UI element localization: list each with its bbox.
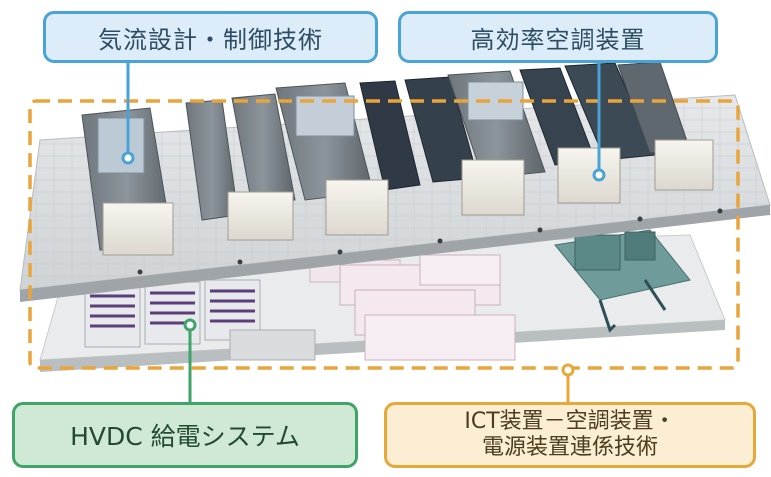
airflow-control-text: 気流設計・制御技術	[98, 25, 323, 54]
ict-coordination-line1: ICT装置－空調装置・	[464, 409, 676, 434]
airflow-control-label: 気流設計・制御技術	[43, 11, 378, 63]
ict-coordination-label: ICT装置－空調装置・ 電源装置連係技術	[384, 402, 756, 468]
hvdc-power-units	[84, 259, 401, 361]
hvdc-power-text: HVDC 給電システム	[70, 422, 300, 451]
chiller-plant	[554, 229, 691, 333]
efficient-aircon-text: 高効率空調装置	[470, 25, 646, 54]
hvdc-power-label: HVDC 給電システム	[12, 402, 358, 468]
ict-coordination-line2: 電源装置連係技術	[481, 435, 658, 460]
callout-connectors	[121, 62, 606, 402]
switchgear-cabinets	[339, 254, 516, 361]
air-conditioning-units	[102, 139, 714, 256]
efficient-aircon-label: 高効率空調装置	[398, 11, 718, 63]
